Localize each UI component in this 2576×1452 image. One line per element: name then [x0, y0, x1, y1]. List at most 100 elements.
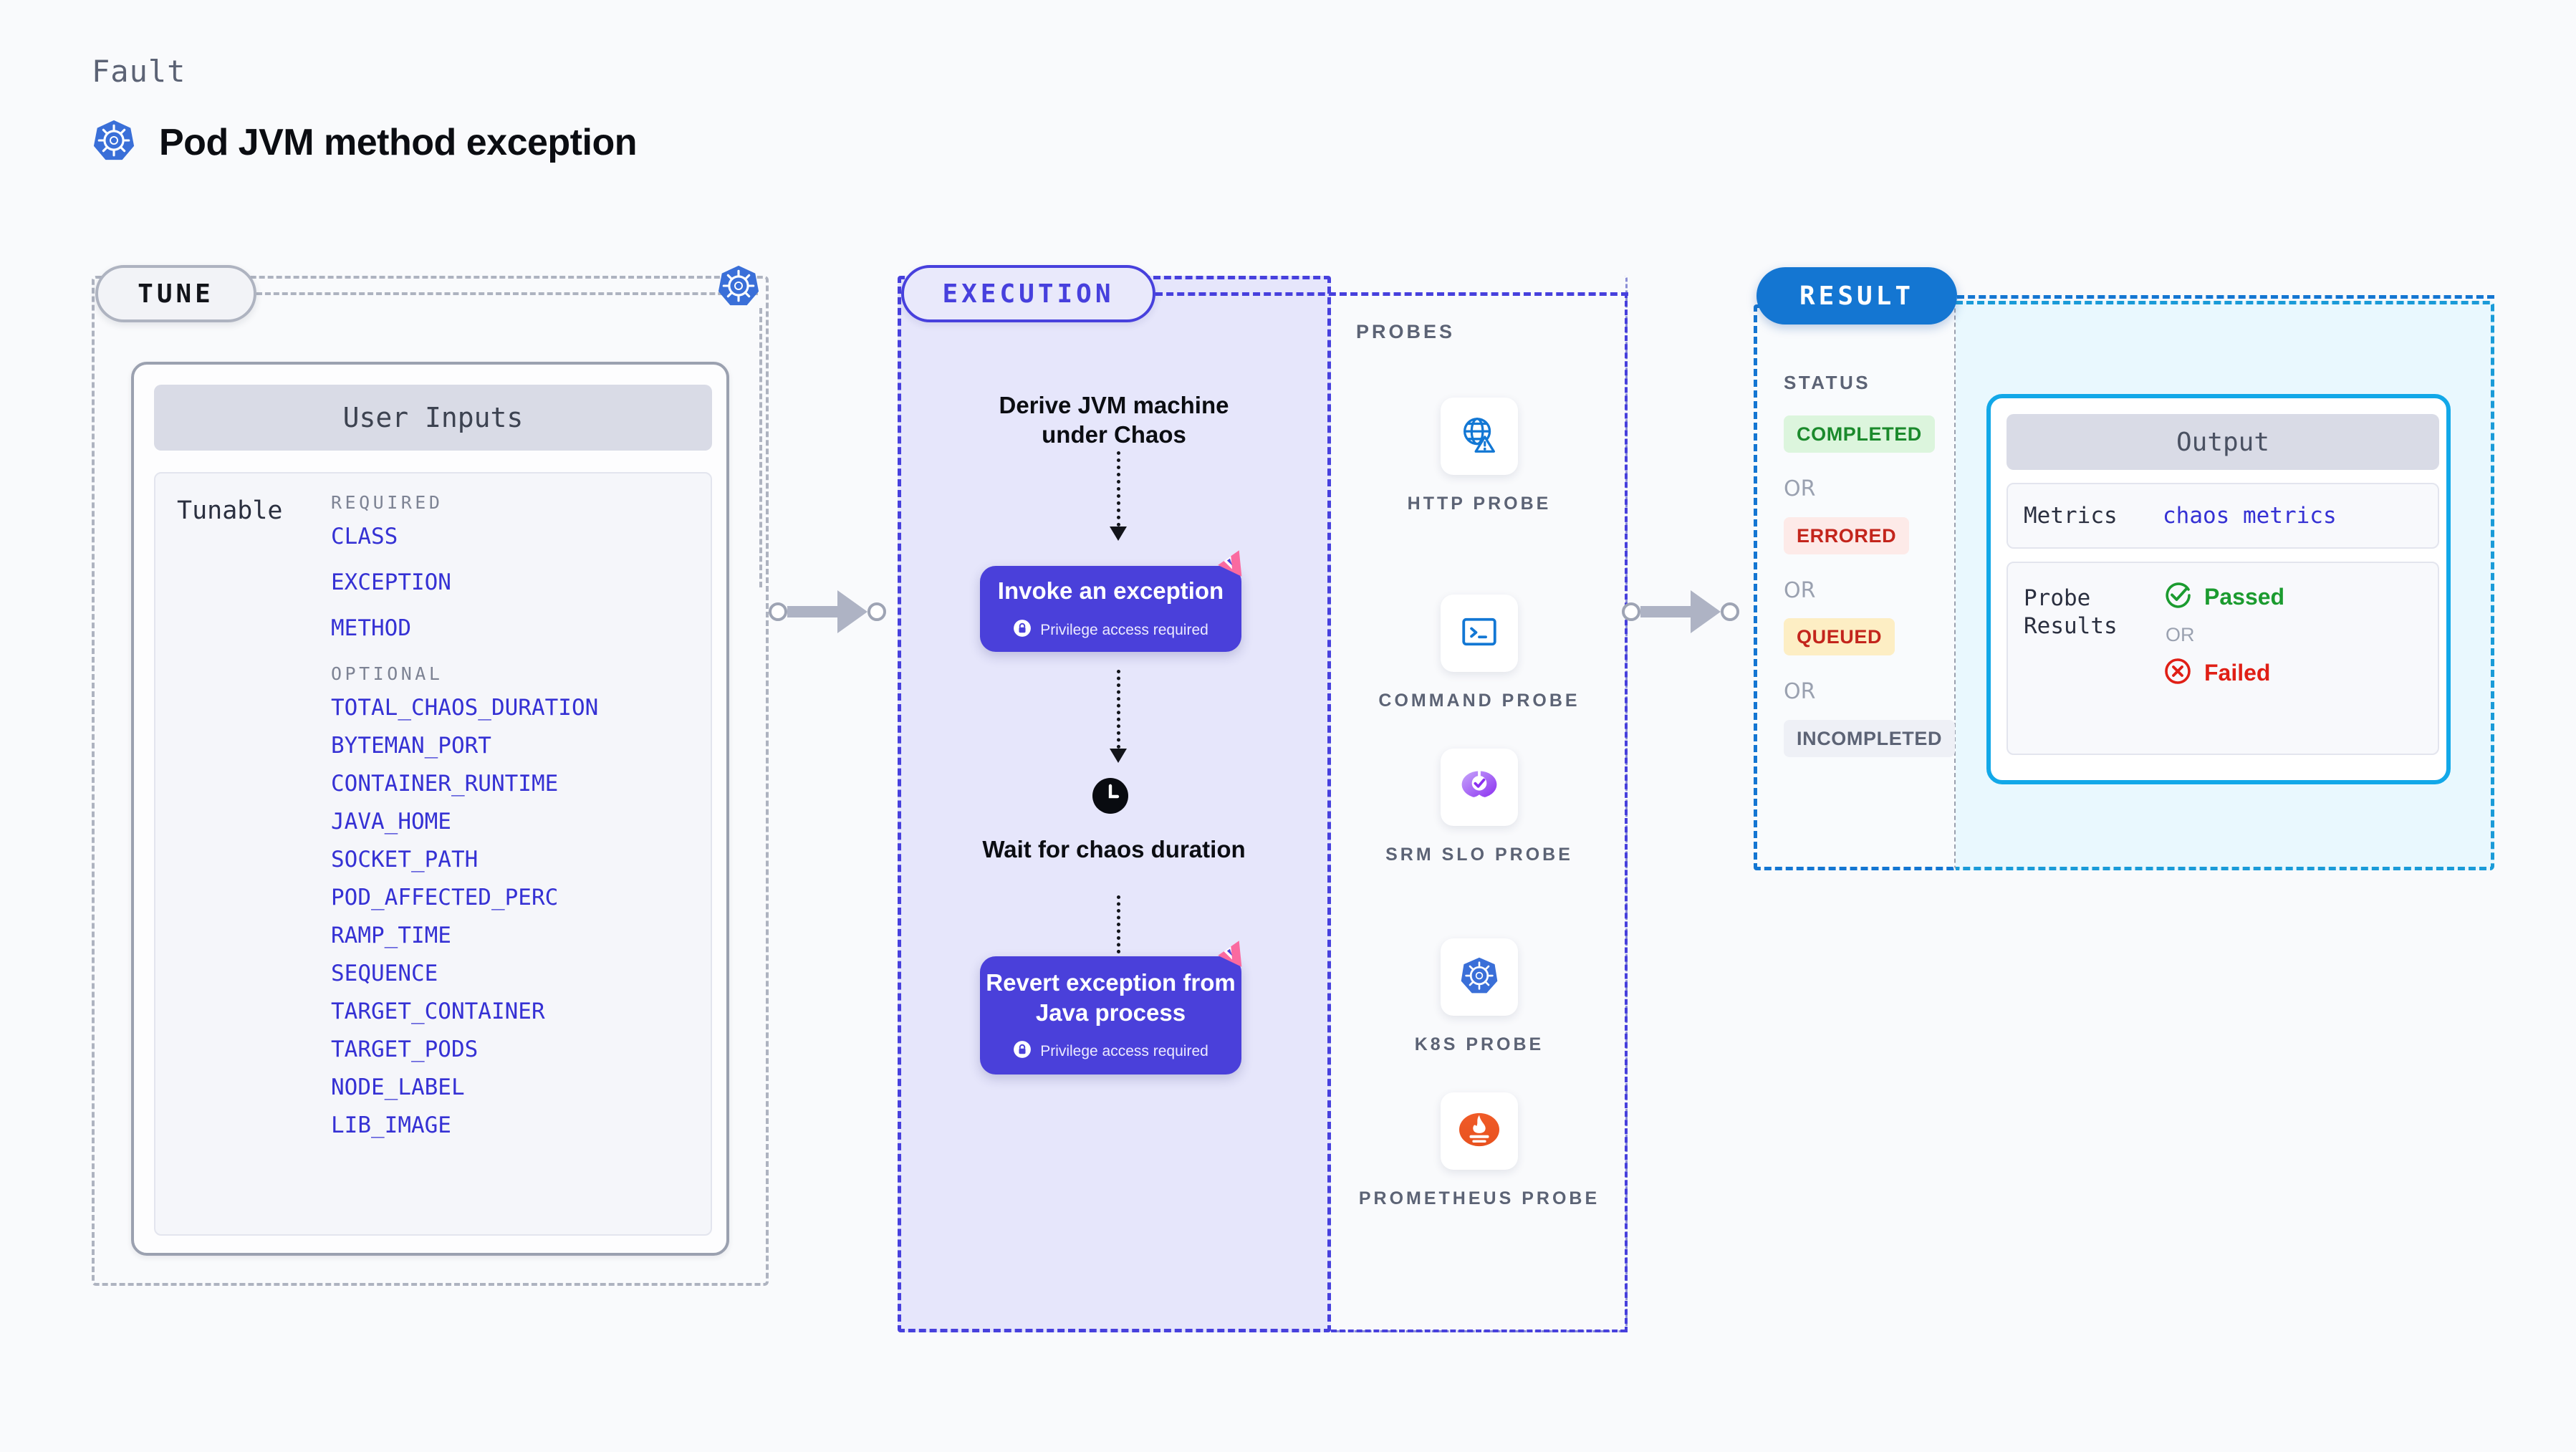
probe-label: K8S PROBE — [1414, 1034, 1544, 1054]
tunable-item[interactable]: TARGET_PODS — [331, 1037, 479, 1062]
kubernetes-icon — [716, 264, 761, 312]
probe-card — [1441, 938, 1518, 1016]
connector-arrowhead — [837, 590, 868, 633]
metrics-key: Metrics — [2024, 502, 2118, 529]
connector-bar — [1640, 606, 1691, 617]
tunable-item[interactable]: TARGET_CONTAINER — [331, 999, 545, 1024]
probe-label: SRM SLO PROBE — [1385, 845, 1573, 865]
optional-items: TOTAL_CHAOS_DURATION BYTEMAN_PORT CONTAI… — [331, 697, 703, 1137]
probe-card — [1441, 1092, 1518, 1170]
probe-card — [1441, 398, 1518, 475]
probe-result-failed-label: Failed — [2204, 660, 2271, 686]
tunable-label: Tunable — [177, 496, 283, 525]
probe-label: COMMAND PROBE — [1378, 691, 1580, 711]
probes-bottom-border — [1331, 1330, 1626, 1332]
tunable-item[interactable]: METHOD — [331, 615, 411, 641]
status-title: STATUS — [1784, 372, 1871, 393]
tunable-item[interactable]: BYTEMAN_PORT — [331, 733, 491, 759]
prometheus-icon — [1457, 1110, 1501, 1153]
or-separator: OR — [1784, 476, 1816, 501]
tunable-item[interactable]: POD_AFFECTED_PERC — [331, 885, 559, 910]
user-inputs-card: User Inputs Tunable REQUIRED CLASS EXCEP… — [131, 362, 729, 1256]
connector-dot — [1622, 602, 1640, 621]
tunable-item[interactable]: NODE_LABEL — [331, 1074, 465, 1100]
tune-connector-horizontal — [256, 292, 758, 295]
probe-command[interactable]: COMMAND PROBE — [1331, 595, 1628, 713]
wait-step-title: Wait for chaos duration — [982, 836, 1246, 862]
tunable-item[interactable]: SEQUENCE — [331, 961, 438, 986]
required-label: REQUIRED — [331, 492, 443, 513]
probe-results-values: Passed OR Failed — [2163, 563, 2284, 690]
tunable-item[interactable]: CONTAINER_RUNTIME — [331, 771, 559, 797]
chaos-flag-icon — [1216, 938, 1253, 979]
connector-execution-to-result — [1622, 590, 1739, 633]
status-badge-queued: QUEUED — [1784, 618, 1895, 655]
kubernetes-icon — [92, 118, 136, 166]
execution-step-label: Revert exception from Java process — [986, 969, 1236, 1026]
probe-label: PROMETHEUS PROBE — [1358, 1188, 1600, 1208]
tunable-item[interactable]: CLASS — [331, 524, 398, 549]
status-panel — [1754, 304, 1956, 870]
execution-step-title: Derive JVM machine under Chaos — [999, 392, 1229, 448]
execution-connector-horizontal — [1155, 292, 1628, 296]
connector-arrowhead — [1691, 590, 1721, 633]
probe-k8s[interactable]: K8S PROBE — [1331, 938, 1628, 1057]
required-items: CLASS EXCEPTION METHOD — [331, 526, 703, 640]
privilege-note: Privilege access required — [1013, 1040, 1208, 1063]
or-separator: OR — [2166, 624, 2195, 645]
connector-bar — [787, 606, 837, 617]
page-title-text: Pod JVM method exception — [159, 121, 637, 163]
privilege-note-text: Privilege access required — [1040, 621, 1208, 638]
tunable-list: REQUIRED CLASS EXCEPTION METHOD OPTIONAL… — [331, 492, 703, 1153]
chaos-flag-icon — [1216, 547, 1253, 588]
optional-label: OPTIONAL — [331, 663, 443, 684]
status-badge-errored: ERRORED — [1784, 517, 1910, 554]
user-inputs-header: User Inputs — [154, 385, 712, 451]
kubernetes-icon — [1458, 954, 1501, 1001]
globe-warning-icon — [1457, 413, 1501, 461]
x-circle-icon — [2163, 656, 2193, 690]
execution-step-invoke-exception[interactable]: Invoke an exception Privilege access req… — [980, 550, 1242, 652]
probes-title: PROBES — [1356, 321, 1456, 342]
metrics-value[interactable]: chaos metrics — [2163, 503, 2337, 529]
status-badge-incompleted: INCOMPLETED — [1784, 720, 1956, 757]
tunable-item[interactable]: SOCKET_PATH — [331, 847, 479, 872]
tune-badge: TUNE — [95, 265, 256, 322]
check-circle-icon — [2163, 580, 2193, 614]
flow-arrow — [1110, 451, 1127, 541]
clock-icon — [1092, 777, 1129, 818]
probe-result-failed: Failed — [2163, 656, 2284, 690]
result-badge: RESULT — [1756, 267, 1957, 324]
probe-http[interactable]: HTTP PROBE — [1331, 398, 1628, 516]
connector-tune-to-execution — [769, 590, 886, 633]
execution-step-label: Invoke an exception — [997, 577, 1224, 605]
probe-result-passed-label: Passed — [2204, 584, 2285, 610]
probe-prometheus[interactable]: PROMETHEUS PROBE — [1331, 1092, 1628, 1211]
lock-icon — [1013, 1040, 1032, 1063]
connector-dot — [868, 602, 886, 621]
tunable-item[interactable]: EXCEPTION — [331, 569, 451, 595]
or-separator: OR — [1784, 578, 1816, 603]
tunable-section: Tunable REQUIRED CLASS EXCEPTION METHOD … — [154, 472, 712, 1236]
flow-arrow — [1110, 670, 1127, 763]
privilege-note-text: Privilege access required — [1040, 1042, 1208, 1059]
output-row-probe-results: Probe Results Passed OR — [2007, 562, 2439, 755]
tunable-item[interactable]: JAVA_HOME — [331, 809, 451, 835]
status-badge-completed: COMPLETED — [1784, 415, 1935, 453]
tunable-item[interactable]: TOTAL_CHAOS_DURATION — [331, 695, 599, 721]
output-header: Output — [2007, 414, 2439, 470]
probe-srm-slo[interactable]: SRM SLO PROBE — [1331, 749, 1628, 867]
probes-right-border — [1625, 292, 1628, 1332]
tune-connector-vertical — [759, 308, 762, 587]
execution-step-revert-exception[interactable]: Revert exception from Java process Privi… — [980, 941, 1242, 1074]
probe-result-passed: Passed — [2163, 580, 2284, 614]
terminal-icon — [1458, 611, 1500, 656]
page-title: Pod JVM method exception — [92, 118, 637, 166]
or-separator: OR — [1784, 679, 1816, 704]
tunable-item[interactable]: RAMP_TIME — [331, 923, 451, 948]
probe-card — [1441, 595, 1518, 672]
fault-kicker: Fault — [92, 54, 186, 89]
lock-icon — [1013, 619, 1032, 642]
tunable-item[interactable]: LIB_IMAGE — [331, 1112, 451, 1138]
